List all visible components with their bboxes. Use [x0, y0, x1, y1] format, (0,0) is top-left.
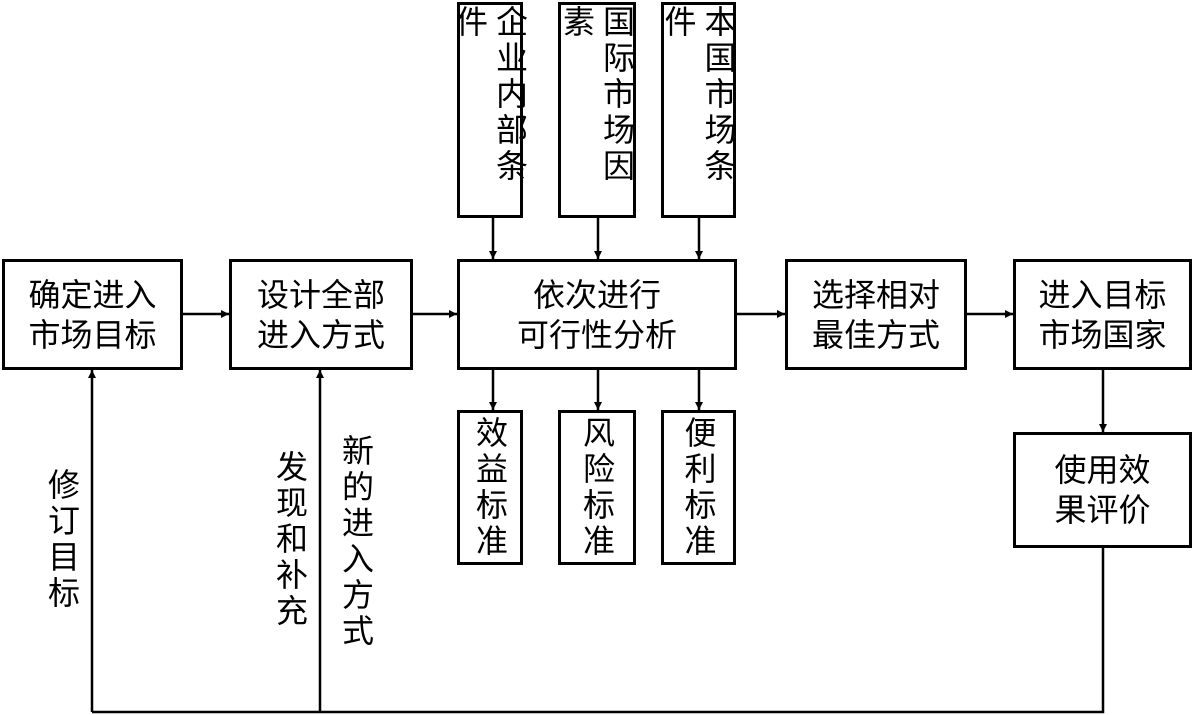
evaluate-line-1: 使用效 [1054, 451, 1151, 489]
box-internal-conditions: 企业内部条件 [451, 2, 529, 218]
revise-target-label: 修订目标 [43, 468, 81, 612]
box-define-target: 确定进入 市场目标 [2, 259, 183, 370]
design-modes-line-2: 进入方式 [256, 315, 385, 354]
discover-supplement-label: 发现和补充 [271, 450, 309, 630]
define-target-line-1: 确定进入 [28, 275, 157, 314]
box-enter-country: 进入目标 市场国家 [1013, 259, 1192, 370]
international-factors-label: 国际市场因素 [558, 5, 636, 185]
analysis-line-1: 依次进行 [532, 275, 661, 314]
feedback-line [92, 548, 1105, 714]
enter-country-line-1: 进入目标 [1038, 275, 1167, 314]
box-risk-criteria: 风险标准 [558, 410, 636, 565]
convenience-criteria-label: 便利标准 [679, 415, 718, 560]
benefit-criteria-label: 效益标准 [471, 415, 509, 560]
define-target-line-2: 市场目标 [28, 315, 157, 354]
select-best-line-1: 选择相对 [811, 275, 940, 314]
box-convenience-criteria: 便利标准 [661, 410, 736, 565]
evaluate-line-2: 果评价 [1054, 491, 1151, 529]
enter-country-line-2: 市场国家 [1038, 315, 1167, 354]
box-select-best: 选择相对 最佳方式 [785, 259, 967, 370]
box-feasibility-analysis: 依次进行 可行性分析 [457, 259, 737, 370]
analysis-line-2: 可行性分析 [516, 315, 677, 354]
design-modes-line-1: 设计全部 [256, 275, 385, 314]
new-entry-modes-label: 新的进入方式 [337, 434, 375, 650]
risk-criteria-label: 风险标准 [578, 415, 616, 560]
box-international-factors: 国际市场因素 [558, 2, 636, 218]
box-evaluate: 使用效 果评价 [1013, 432, 1192, 548]
box-domestic-conditions: 本国市场条件 [659, 2, 738, 218]
box-design-modes: 设计全部 进入方式 [229, 259, 413, 370]
select-best-line-2: 最佳方式 [811, 315, 940, 354]
box-benefit-criteria: 效益标准 [457, 410, 523, 565]
internal-conditions-label: 企业内部条件 [451, 5, 529, 185]
domestic-conditions-label: 本国市场条件 [659, 5, 738, 185]
